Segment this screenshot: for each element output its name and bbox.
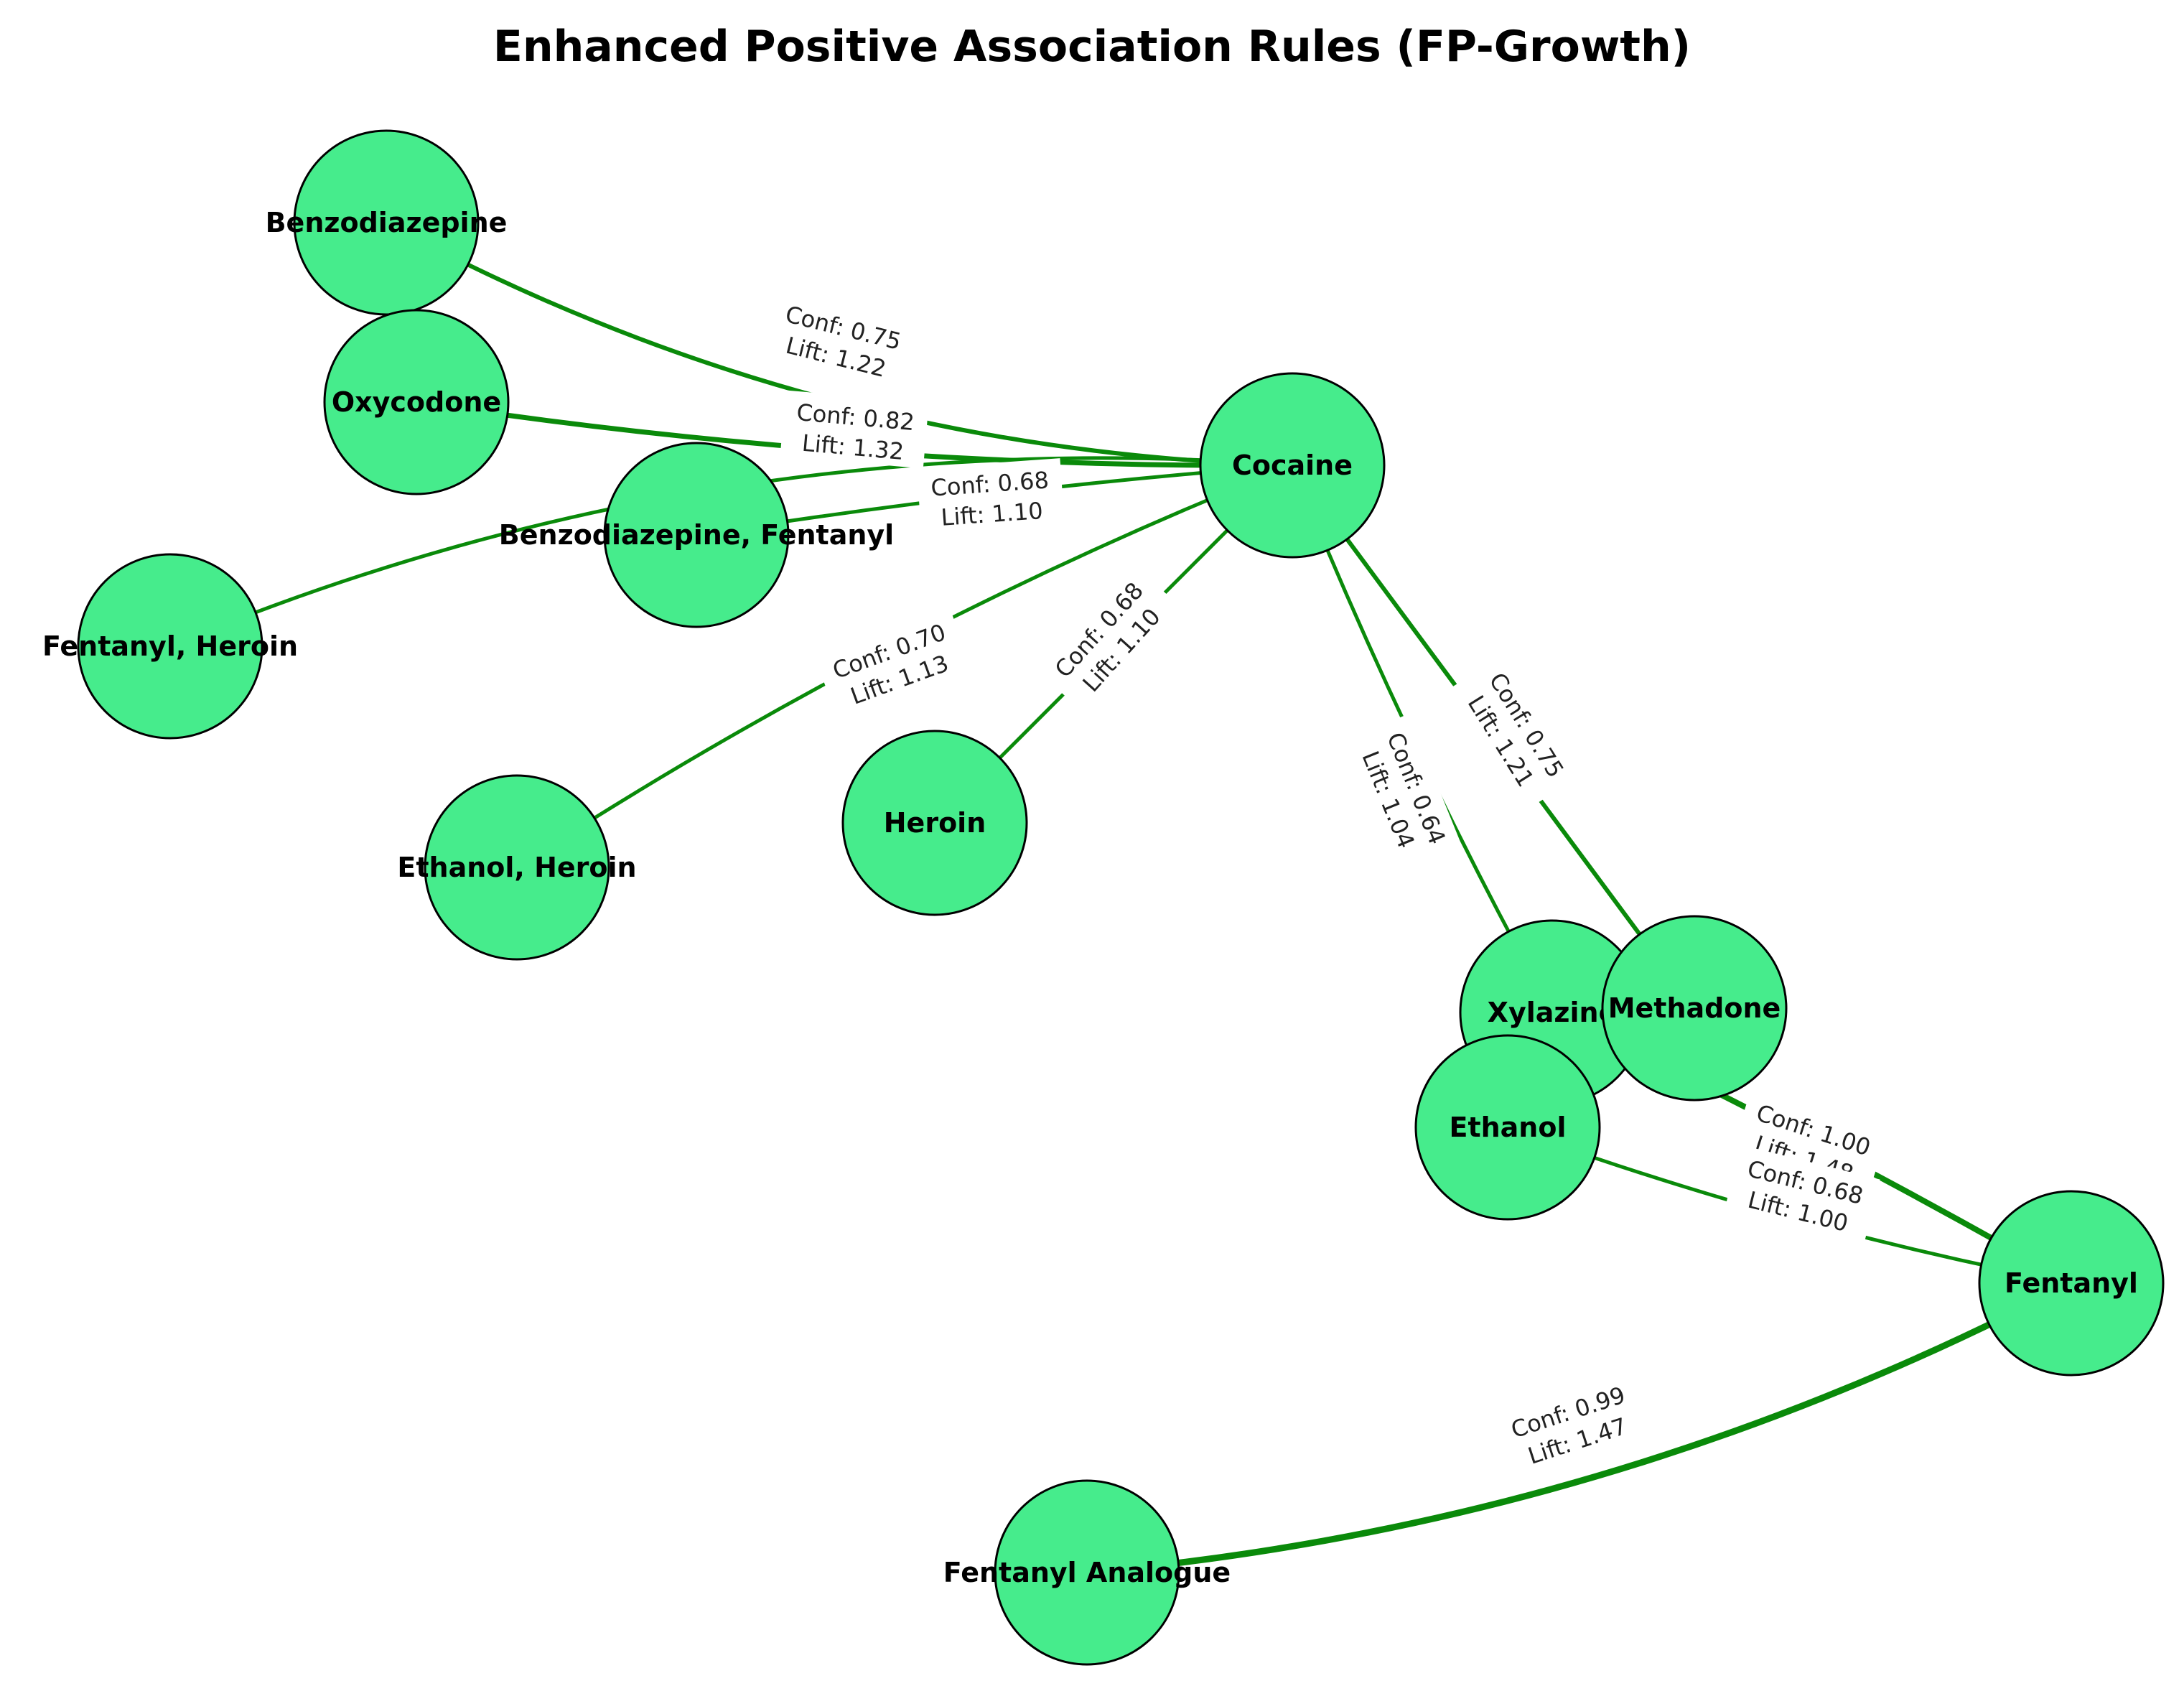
node-label: Fentanyl Analogue [943,1557,1231,1588]
node-label: Heroin [884,807,986,839]
node-label: Fentanyl [2005,1267,2138,1299]
node-circle [1601,915,1788,1102]
node-circle [603,442,790,628]
edge-label-background [916,458,1065,534]
node-circle [77,553,263,740]
node-label: Methadone [1608,992,1781,1024]
node-label: Fentanyl, Heroin [42,630,298,662]
node-label: Xylazine [1488,997,1618,1028]
edge-label-background [1347,714,1462,872]
node-oxycodone: Oxycodone [323,309,510,495]
node-circle [323,309,510,495]
node-label: Benzodiazepine [266,207,508,238]
node-label: Benzodiazepine, Fentanyl [499,519,894,551]
node-benzodiazepine: Benzodiazepine [266,129,508,316]
node-label: Cocaine [1232,450,1353,481]
edge-label-background [762,290,918,389]
edge-label-background [1493,1370,1651,1478]
node-cocaine: Cocaine [1199,372,1386,559]
node-circle [841,730,1028,916]
edge-label-background [780,390,929,469]
edge-label-background [1731,1088,1888,1196]
node-methadone: Methadone [1601,915,1788,1102]
edge-label-background [814,607,973,719]
node-benzo-fentanyl: Benzodiazepine, Fentanyl [499,442,894,628]
node-circle [1199,372,1386,559]
diagram-title: Enhanced Positive Association Rules (FP-… [493,22,1691,72]
node-ethanol: Ethanol [1414,1034,1601,1221]
node-label: Oxycodone [332,386,501,418]
node-circle [424,774,610,961]
node-fentanyl-analogue: Fentanyl Analogue [943,1479,1231,1666]
edge-label-background [1450,653,1582,811]
node-fentanyl: Fentanyl [1978,1190,2165,1377]
node-circle [994,1479,1180,1666]
node-circle [1978,1190,2165,1377]
node-fentanyl-heroin: Fentanyl, Heroin [42,553,298,740]
edge-label-background [1725,1145,1880,1244]
node-circle [1414,1034,1601,1221]
node-label: Ethanol [1449,1112,1566,1143]
edge-fentanyl-analogue-to-fentanyl [1086,1280,2073,1576]
node-heroin: Heroin [841,730,1028,916]
node-label: Ethanol, Heroin [397,852,636,883]
edge-label-background [1035,562,1181,714]
node-ethanol-heroin: Ethanol, Heroin [397,774,637,961]
